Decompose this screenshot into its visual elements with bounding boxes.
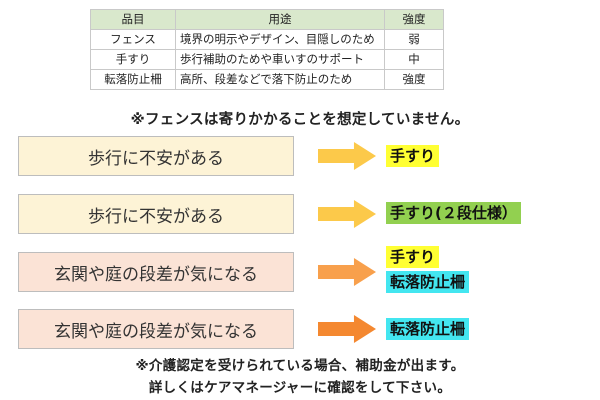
column-header: 品目	[90, 9, 176, 30]
condition-box: 玄関や庭の段差が気になる	[18, 309, 294, 349]
right-arrow-icon	[318, 315, 376, 343]
result-label: 手すり	[386, 145, 440, 167]
right-arrow-icon	[318, 200, 376, 228]
table-cell-purpose: 歩行補助のためや車いすのサポート	[175, 49, 385, 70]
table-cell-strength: 強度	[384, 69, 444, 90]
result-label: 手すり	[386, 246, 440, 268]
table-cell-strength: 弱	[384, 29, 444, 50]
care-manager-note: 詳しくはケアマネージャーに確認をして下さい。	[148, 380, 452, 396]
table-cell-item: フェンス	[90, 29, 176, 50]
table-cell-item: 手すり	[90, 49, 176, 70]
condition-box: 歩行に不安がある	[18, 194, 294, 234]
table-row: フェンス 境界の明示やデザイン、目隠しのため 弱	[90, 29, 444, 50]
condition-box: 玄関や庭の段差が気になる	[18, 252, 294, 292]
condition-box: 歩行に不安がある	[18, 136, 294, 176]
right-arrow-icon	[318, 258, 376, 286]
result-label: 転落防止柵	[386, 271, 470, 293]
column-header: 強度	[384, 9, 444, 30]
column-header: 用途	[175, 9, 385, 30]
table-cell-purpose: 境界の明示やデザイン、目隠しのため	[175, 29, 385, 50]
right-arrow-icon	[318, 142, 376, 170]
table-cell-purpose: 高所、段差などで落下防止のため	[175, 69, 385, 90]
table-header-row: 品目 用途 強度	[90, 9, 444, 30]
table-row: 手すり 歩行補助のためや車いすのサポート 中	[90, 49, 444, 70]
table-cell-item: 転落防止柵	[90, 69, 176, 90]
fence-warning-note: ※フェンスは寄りかかることを想定していません。	[130, 112, 470, 128]
result-label: 手すり(２段仕様）	[386, 202, 521, 224]
spec-table: 品目 用途 強度 フェンス 境界の明示やデザイン、目隠しのため 弱 手すり 歩行…	[90, 9, 444, 90]
result-label: 転落防止柵	[386, 318, 470, 340]
table-row: 転落防止柵 高所、段差などで落下防止のため 強度	[90, 69, 444, 90]
subsidy-note: ※介護認定を受けられている場合、補助金が出ます。	[135, 358, 465, 374]
table-cell-strength: 中	[384, 49, 444, 70]
